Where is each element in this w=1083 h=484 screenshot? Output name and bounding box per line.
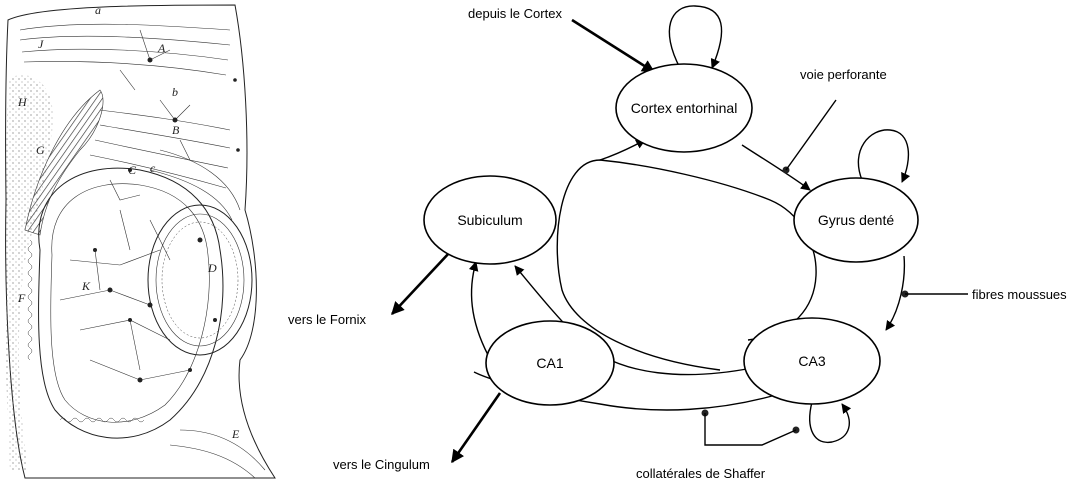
mossy-fibers-edge: [885, 255, 906, 331]
node-ca3-label: CA3: [798, 353, 825, 369]
drawing-letter-B: B: [172, 123, 180, 137]
input-from-cortex-arrow: [571, 18, 656, 74]
node-subiculum: Subiculum: [423, 175, 557, 265]
node-cortex-entorhinal: Cortex entorhinal: [615, 63, 753, 153]
drawing-letter-C: C: [128, 163, 137, 177]
output-fornix-arrow: [391, 251, 451, 315]
ca3-to-cortex-edge: [556, 159, 817, 371]
ca1-to-subiculum-edge: [468, 261, 489, 356]
label-vers-cingulum: vers le Cingulum: [333, 457, 430, 472]
cortex-self-loop: [668, 5, 723, 69]
drawing-letter-b: b: [172, 85, 178, 99]
node-ca1: CA1: [485, 320, 615, 406]
node-subiculum-label: Subiculum: [457, 212, 522, 228]
node-ca3: CA3: [743, 317, 881, 405]
label-fibres-moussues: fibres moussues: [972, 287, 1067, 302]
cajal-hippocampus-drawing: a J A H b B G c C D F K E: [5, 3, 276, 479]
drawing-letter-D: D: [207, 261, 217, 275]
drawing-letter-a: a: [95, 3, 101, 17]
gyrus-self-loop: [857, 129, 911, 183]
label-depuis-cortex: depuis le Cortex: [468, 6, 562, 21]
perforant-path-leader: [785, 99, 837, 171]
node-cortex-label: Cortex entorhinal: [631, 100, 738, 116]
ca3-self-loop: [809, 401, 852, 444]
label-vers-fornix: vers le Fornix: [288, 312, 367, 327]
drawing-letter-c: c: [150, 161, 156, 175]
perforant-path-edge: [741, 144, 811, 191]
drawing-letter-G: G: [36, 143, 45, 157]
label-voie-perforante: voie perforante: [800, 67, 887, 82]
node-gyrus-dente: Gyrus denté: [793, 177, 919, 263]
circuit-diagram: Cortex entorhinal Subiculum Gyrus denté …: [288, 5, 1067, 481]
node-ca1-label: CA1: [536, 355, 563, 371]
output-cingulum-arrow: [450, 392, 502, 464]
drawing-letter-H: H: [17, 95, 28, 109]
ca3-to-cortex-edge-head: [599, 139, 646, 161]
drawing-letter-K: K: [81, 279, 91, 293]
drawing-letter-j: J: [38, 37, 44, 51]
node-gyrus-label: Gyrus denté: [818, 212, 894, 228]
label-collaterales-shaffer: collatérales de Shaffer: [636, 466, 766, 481]
drawing-letter-E: E: [231, 427, 240, 441]
drawing-letter-A: A: [157, 41, 166, 55]
drawing-letter-F: F: [17, 291, 26, 305]
shaffer-bracket: [704, 413, 797, 446]
